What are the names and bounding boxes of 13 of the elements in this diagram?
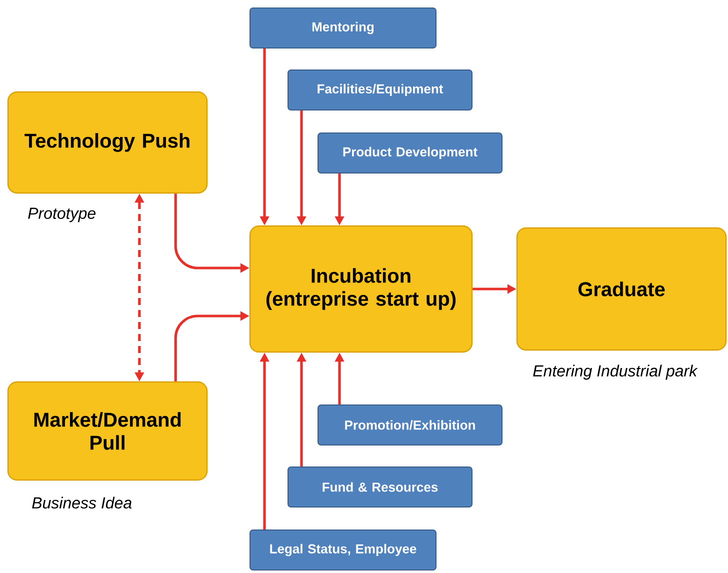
process-box: Technology Push: [7, 91, 208, 194]
input-box: Mentoring: [250, 8, 436, 48]
input-box: Facilities/Equipment: [288, 70, 472, 110]
process-box: Incubation (entreprise start up): [249, 225, 473, 353]
caption-text: Business Idea: [32, 496, 132, 509]
caption-text: Prototype: [28, 208, 96, 222]
input-box: Fund & Resources: [288, 466, 472, 508]
caption-text: Entering Industrial park: [533, 364, 698, 380]
input-box: Legal Status, Employee: [250, 530, 436, 570]
process-box: Market/Demand Pull: [7, 381, 208, 481]
process-box: Graduate: [516, 227, 727, 351]
input-box: Promotion/Exhibition: [318, 404, 502, 446]
input-box: Product Development: [318, 132, 502, 174]
